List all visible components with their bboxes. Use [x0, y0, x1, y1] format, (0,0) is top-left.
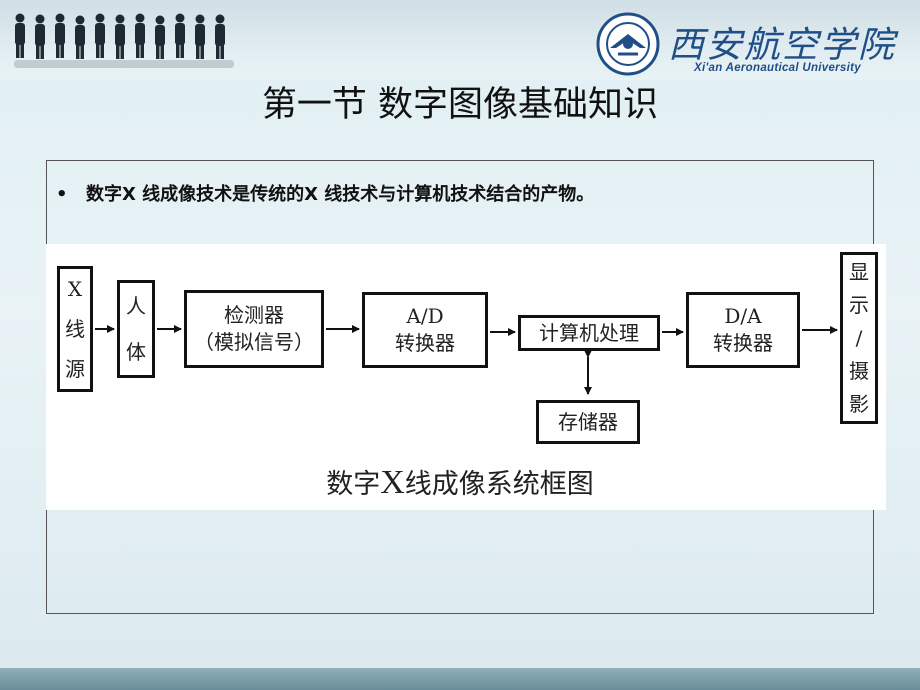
detector-block: 检测器 （模拟信号）	[184, 290, 324, 368]
bullet-item: • 数字X 线成像技术是传统的X 线技术与计算机技术结合的产物。	[56, 180, 594, 206]
figure-caption: 数字X线成像系统框图	[0, 462, 920, 502]
figure-caption-pre: 数字	[326, 469, 381, 500]
footer-band	[0, 668, 920, 690]
display-char: /	[855, 325, 863, 350]
detector-label: 检测器	[224, 303, 284, 327]
ad-converter-label: A/D	[406, 304, 444, 328]
page-title: 第一节 数字图像基础知识	[261, 85, 659, 125]
computer-processing-block: 计算机处理	[518, 315, 660, 351]
xray-source-char: X	[67, 277, 83, 301]
xray-source-block: X 线 源	[57, 266, 93, 392]
display-block: 显 示 / 摄 影	[840, 252, 878, 424]
ad-converter-block: A/D 转换器	[362, 292, 488, 368]
figure-caption-post: 线成像系统框图	[404, 469, 594, 500]
storage-label: 存储器	[558, 409, 618, 434]
human-body-block: 人 体	[117, 280, 155, 378]
school-name-english: Xi'an Aeronautical University	[694, 62, 861, 74]
school-name-chinese: 西安航空学院	[668, 25, 897, 66]
computer-processing-label: 计算机处理	[539, 320, 639, 345]
display-char: 显	[849, 259, 869, 284]
da-converter-sublabel: 转换器	[713, 331, 773, 355]
ad-converter-sublabel: 转换器	[395, 331, 455, 355]
xray-source-char: 线	[65, 317, 85, 341]
people-silhouettes-image	[14, 13, 234, 68]
figure-caption-x: X	[380, 464, 405, 501]
xray-source-char: 源	[65, 357, 85, 381]
bullet-text: 数字X 线成像技术是传统的X 线技术与计算机技术结合的产物。	[86, 184, 595, 205]
display-char: 摄	[849, 359, 869, 384]
da-converter-block: D/A 转换器	[686, 292, 800, 368]
university-seal-logo	[596, 12, 660, 76]
figure-panel	[46, 244, 886, 510]
bullet-dot-icon: •	[56, 184, 68, 205]
display-char: 示	[849, 292, 869, 317]
human-body-char: 体	[126, 340, 146, 364]
storage-block: 存储器	[536, 400, 640, 444]
da-converter-label: D/A	[724, 304, 762, 328]
detector-sublabel: （模拟信号）	[194, 330, 314, 354]
human-body-char: 人	[126, 294, 146, 318]
header-band	[0, 0, 920, 80]
display-char: 影	[849, 392, 869, 417]
